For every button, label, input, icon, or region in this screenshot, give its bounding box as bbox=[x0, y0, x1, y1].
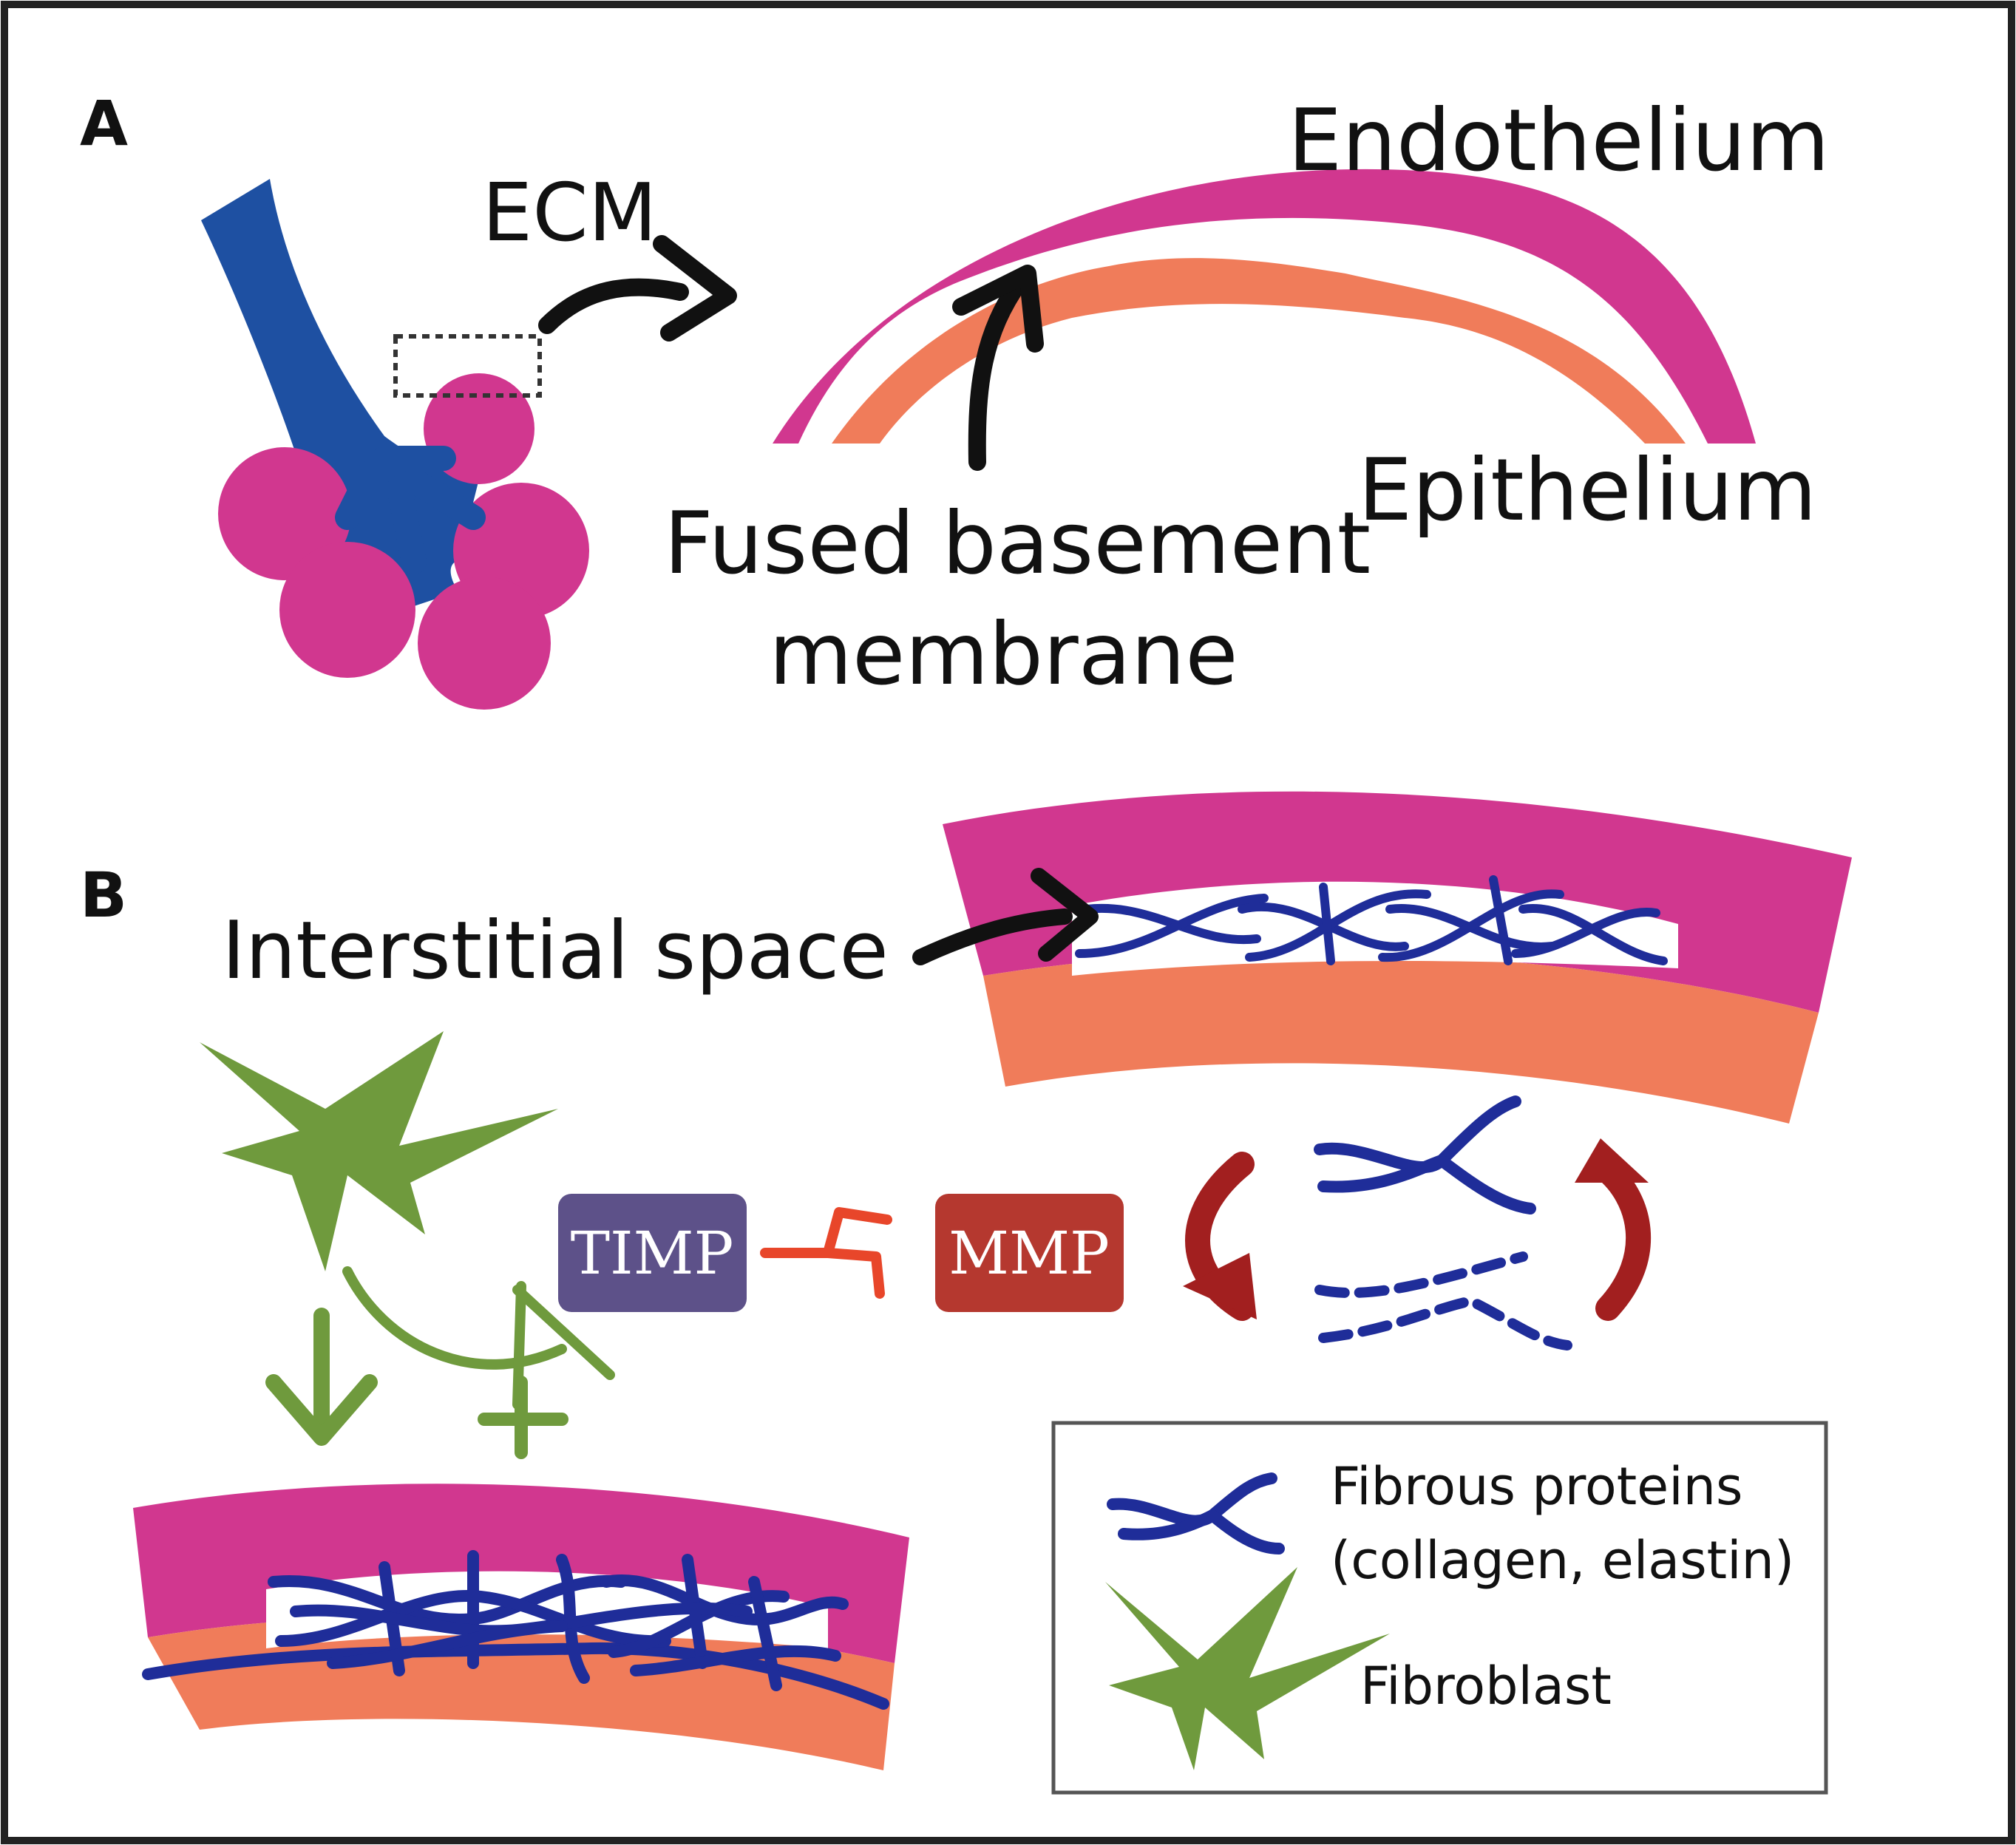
intact-fiber-icon bbox=[1314, 1095, 1536, 1214]
airway-trunk bbox=[201, 179, 488, 606]
interstitial-arrow-head bbox=[1031, 868, 1099, 962]
interstitial-space-label: Interstitial space bbox=[222, 905, 889, 997]
degraded-fiber-icon bbox=[1314, 1251, 1572, 1350]
ecm-arrow-head bbox=[653, 235, 737, 342]
interstitial-arrow bbox=[912, 908, 1073, 965]
legend-fiber-icon bbox=[1107, 1472, 1285, 1555]
airway-branches bbox=[335, 446, 486, 574]
ecm-arrow bbox=[538, 278, 689, 334]
healthy-epithelium bbox=[983, 952, 1819, 1124]
timp-mmp-inhibit-line bbox=[760, 1207, 892, 1299]
alveolus-circle bbox=[418, 577, 551, 710]
ecm-label: ECM bbox=[482, 167, 657, 259]
fibroblast-icon bbox=[200, 1031, 558, 1271]
alveolus-circle bbox=[279, 542, 415, 678]
endothelium-layer bbox=[773, 169, 1756, 444]
degrade-arrow-head bbox=[1183, 1253, 1257, 1319]
fibroblast-promote-arrow-head bbox=[265, 1374, 378, 1446]
legend-fibrous-label-line2: (collagen, elastin) bbox=[1331, 1530, 1794, 1591]
mmp-label: MMP bbox=[948, 1219, 1110, 1288]
alveolus-illustration bbox=[201, 179, 589, 710]
epithelium-layer bbox=[832, 258, 1686, 444]
legend-fibrous-label-line1: Fibrous proteins bbox=[1331, 1456, 1743, 1517]
synthesize-arrow-head bbox=[1575, 1138, 1649, 1183]
dense-fibers bbox=[142, 1550, 889, 1710]
ecm-zoom-box bbox=[393, 334, 542, 398]
fibroblast-plus-bar bbox=[478, 1376, 569, 1459]
endothelium-label: Endothelium bbox=[1288, 91, 1830, 191]
fibrotic-tissue bbox=[133, 1484, 909, 1770]
panel-label-a: A bbox=[80, 87, 128, 160]
mmp-box bbox=[935, 1194, 1124, 1312]
timp-box bbox=[558, 1194, 747, 1312]
epithelium-label: Epithelium bbox=[1358, 441, 1817, 540]
panel-label-b: B bbox=[80, 859, 127, 931]
basement-membrane-arc bbox=[773, 169, 1756, 444]
fused-membrane-label-line2: membrane bbox=[769, 605, 1238, 704]
healthy-tissue bbox=[943, 791, 1852, 1124]
timp-label: TIMP bbox=[571, 1219, 734, 1288]
fused-membrane-label-line1: Fused basement bbox=[664, 494, 1371, 594]
fibroblast-inhibit-bar bbox=[512, 1285, 615, 1380]
legend-fibroblast-label: Fibroblast bbox=[1360, 1656, 1612, 1716]
alveolus-circle bbox=[218, 447, 351, 580]
fused-membrane-arrow bbox=[968, 272, 1029, 471]
legend-fibroblast-icon bbox=[1105, 1567, 1390, 1770]
sparse-fibers bbox=[1075, 875, 1668, 965]
fused-membrane-arrow-head bbox=[952, 265, 1044, 353]
fibroblast-inhibit-curve bbox=[342, 1266, 567, 1370]
synthesize-arrow bbox=[1592, 1155, 1652, 1321]
